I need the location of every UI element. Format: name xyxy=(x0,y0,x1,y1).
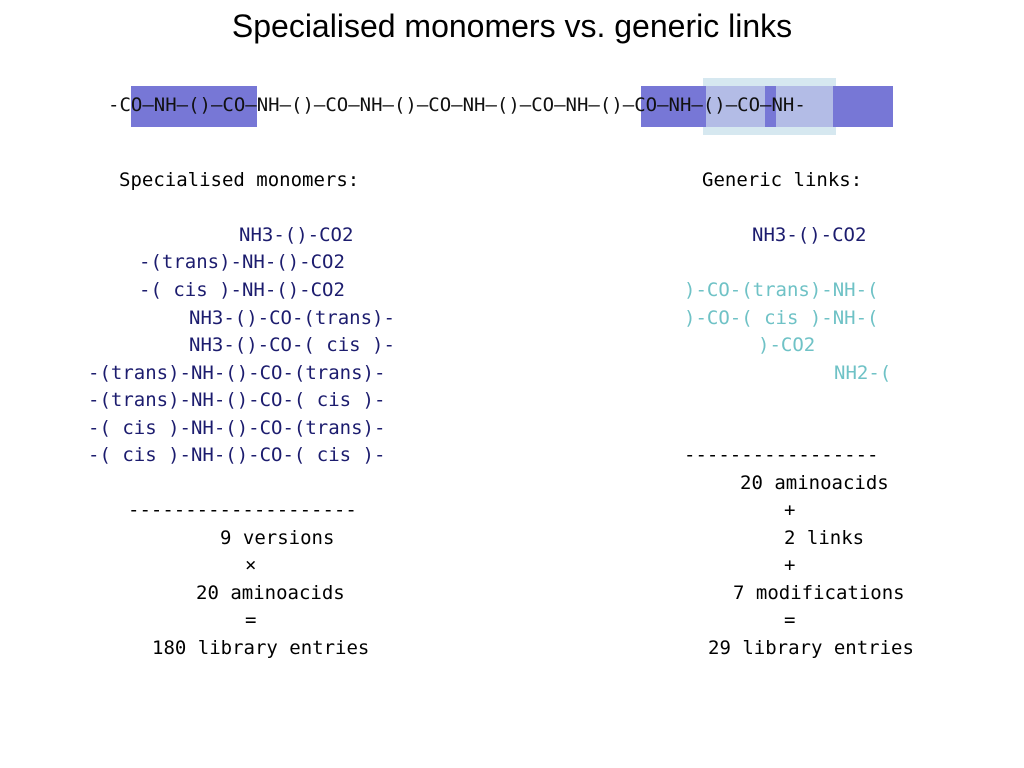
chain-highlight-light-2 xyxy=(776,86,833,127)
monomer-item: -( cis )-NH-()-CO-( cis )- xyxy=(88,444,386,466)
monomer-item: NH3-()-CO-(trans)- xyxy=(189,307,395,329)
generic-links-column: Generic links: NH3-()-CO2 )-CO-(trans)-N… xyxy=(0,0,914,659)
plus-sign: + xyxy=(784,554,796,576)
multiply-sign: × xyxy=(245,554,257,576)
chain-highlight-dark-2 xyxy=(641,86,893,127)
link-item: )-CO2 xyxy=(758,334,816,356)
chain-highlight-dark-1 xyxy=(131,86,257,127)
monomer-item: -( cis )-NH-()-CO-(trans)- xyxy=(88,417,386,439)
library-entries-total: 180 library entries xyxy=(152,637,370,659)
left-heading: Specialised monomers: xyxy=(119,169,360,191)
link-item: NH2-( xyxy=(834,362,892,384)
equals-sign: = xyxy=(245,609,257,631)
monomer-item: -(trans)-NH-()-CO2 xyxy=(139,251,345,273)
peptide-chain: -CO–NH–()–CO–NH–()–CO–NH–()–CO–NH–()–CO–… xyxy=(108,94,806,116)
left-separator: -------------------- xyxy=(128,499,357,521)
monomer-item: NH3-()-CO2 xyxy=(752,224,867,246)
monomer-item: -( cis )-NH-()-CO2 xyxy=(139,279,345,301)
modifications-count: 7 modifications xyxy=(733,582,905,604)
aminoacids-count: 20 aminoacids xyxy=(740,472,889,494)
right-heading: Generic links: xyxy=(702,169,863,191)
link-item: )-CO-(trans)-NH-( xyxy=(684,279,879,301)
monomer-item: NH3-()-CO-( cis )- xyxy=(189,334,395,356)
versions-count: 9 versions xyxy=(220,527,335,549)
monomer-item: -(trans)-NH-()-CO-( cis )- xyxy=(88,389,386,411)
links-count: 2 links xyxy=(784,527,865,549)
library-entries-total: 29 library entries xyxy=(708,637,914,659)
right-separator: ----------------- xyxy=(684,444,879,466)
chain-highlight-light-1 xyxy=(706,86,765,127)
specialised-monomers-column: Specialised monomers: NH3-()-CO2 -(trans… xyxy=(0,0,395,659)
aminoacids-count: 20 aminoacids xyxy=(196,582,345,604)
slide-title: Specialised monomers vs. generic links xyxy=(231,8,793,44)
monomer-item: NH3-()-CO2 xyxy=(239,224,354,246)
link-item: )-CO-( cis )-NH-( xyxy=(684,307,879,329)
plus-sign: + xyxy=(784,499,796,521)
monomer-item: -(trans)-NH-()-CO-(trans)- xyxy=(88,362,386,384)
equals-sign: = xyxy=(784,609,796,631)
